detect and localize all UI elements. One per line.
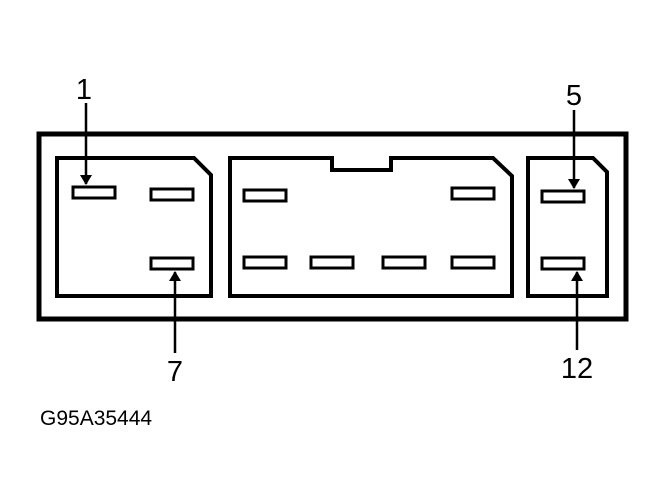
terminal-5: [540, 189, 586, 204]
terminal-1: [71, 185, 117, 200]
terminal-3: [242, 188, 288, 203]
terminal-7: [149, 256, 195, 271]
terminal-12: [540, 256, 586, 271]
pin-7-label: 7: [167, 356, 183, 388]
terminal-4: [450, 186, 496, 201]
pin-12-label: 12: [561, 353, 593, 385]
terminal-2: [149, 187, 195, 202]
pin-1-label: 1: [76, 74, 92, 106]
terminal-10: [381, 255, 427, 270]
right-cavity: [526, 156, 609, 298]
terminal-8: [242, 255, 288, 270]
connector-housing: [36, 131, 629, 322]
left-cavity: [55, 156, 213, 298]
pin-5-label: 5: [566, 80, 582, 112]
terminal-9: [309, 255, 355, 270]
figure-code: G95A35444: [40, 407, 152, 430]
terminal-11: [450, 255, 496, 270]
middle-cavity: [228, 156, 514, 298]
